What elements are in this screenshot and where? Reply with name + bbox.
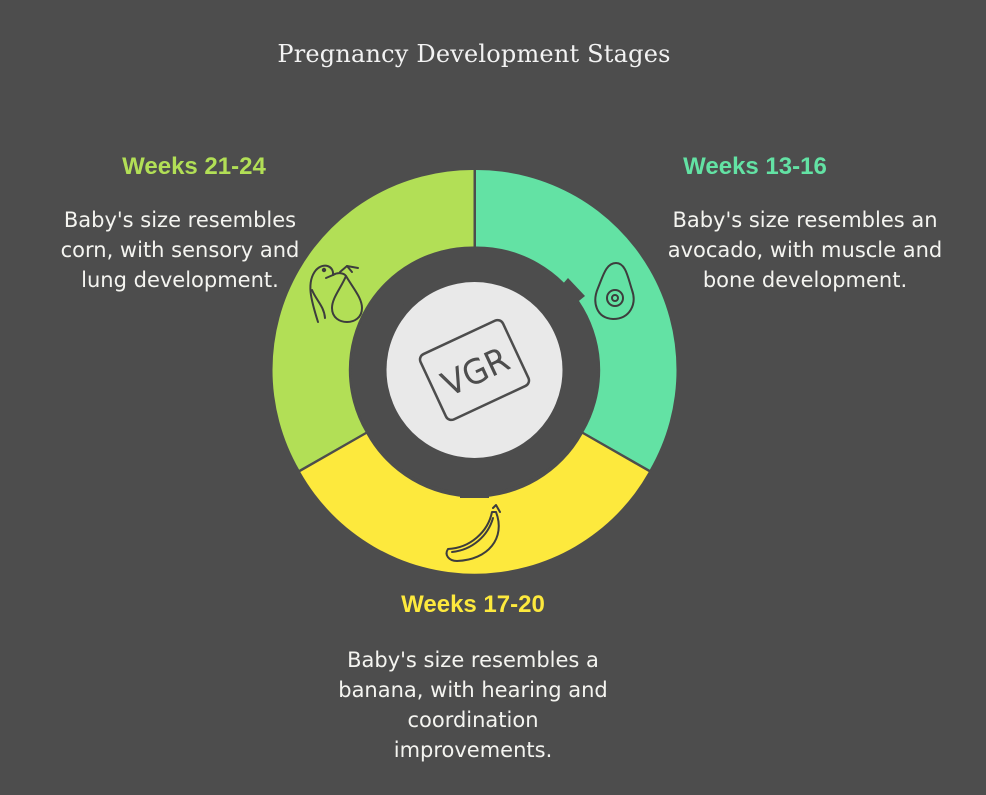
pointer-right xyxy=(547,278,585,318)
description-line: Baby's size resembles an xyxy=(672,208,938,232)
segment-weeks-21-24 xyxy=(272,169,474,471)
stage-heading-weeks-21-24: Weeks 21-24 xyxy=(122,153,266,180)
description-line: Baby's size resembles xyxy=(63,208,297,232)
description-line: bone development. xyxy=(702,268,908,292)
stork-icon xyxy=(309,264,363,323)
pointer-left xyxy=(381,278,412,314)
avocado-icon xyxy=(594,262,635,320)
stage-heading-weeks-13-16: Weeks 13-16 xyxy=(683,153,827,180)
center-circle xyxy=(386,282,563,458)
description-line: lung development. xyxy=(81,268,279,292)
page-title: Pregnancy Development Stages xyxy=(277,40,671,68)
stage-heading-weeks-17-20: Weeks 17-20 xyxy=(401,591,545,618)
stage-description-weeks-13-16: Baby's size resembles an avocado, with m… xyxy=(655,205,955,295)
segment-weeks-13-16 xyxy=(476,169,677,470)
description-line: Baby's size resembles a xyxy=(347,648,599,672)
segment-weeks-17-20 xyxy=(300,434,649,574)
description-line: banana, with hearing and xyxy=(338,678,608,702)
stage-description-weeks-17-20: Baby's size resembles a banana, with hea… xyxy=(323,645,623,765)
stage-description-weeks-21-24: Baby's size resembles corn, with sensory… xyxy=(30,205,330,295)
description-line: improvements. xyxy=(393,738,553,762)
description-line: coordination xyxy=(407,708,539,732)
description-line: avocado, with muscle and xyxy=(667,238,943,262)
pointer-bottom xyxy=(460,470,489,498)
description-line: corn, with sensory and xyxy=(60,238,300,262)
banana-icon xyxy=(445,504,501,562)
